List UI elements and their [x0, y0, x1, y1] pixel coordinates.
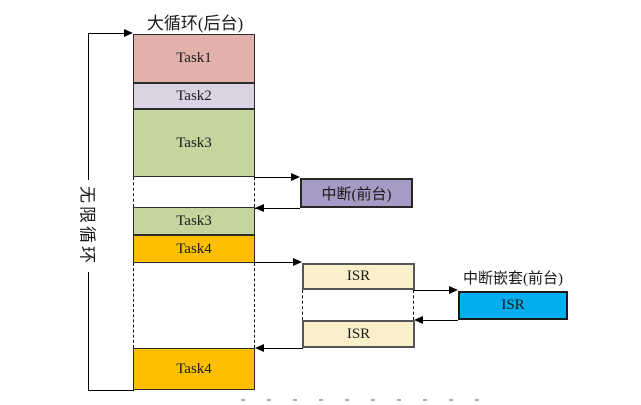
arrow-isr-to-nested [413, 290, 450, 291]
isr-box-2: ISR [302, 320, 415, 348]
background-loop-title: 大循环(后台) [146, 14, 244, 33]
interrupt-gap-2 [133, 263, 255, 348]
arrowhead-nested-return-icon [414, 316, 423, 324]
arrowhead-to-isr-icon [293, 258, 302, 266]
interrupt-box: 中断(前台) [300, 178, 413, 208]
task-segment-task3-resume: Task3 [133, 207, 255, 235]
nested-interrupt-title: 中断嵌套(前台) [463, 271, 563, 287]
isr-box-1: ISR [302, 263, 415, 290]
arrowhead-interrupt-return-icon [255, 204, 264, 212]
loop-bottom-line [88, 390, 134, 391]
isr-gap-dash-right [413, 290, 415, 320]
arrowhead-to-nested-icon [449, 286, 458, 294]
arrow-isr-return-to-task4 [262, 348, 303, 349]
task-segment-task4: Task4 [133, 235, 255, 263]
arrow-task4-to-isr [255, 262, 295, 263]
infinite-loop-label: 无限循环 [76, 180, 102, 272]
arrow-task3-to-interrupt [255, 177, 293, 178]
arrow-nested-return [423, 320, 458, 321]
task-segment-task4-resume: Task4 [133, 348, 255, 390]
interrupt-gap-1 [133, 177, 255, 207]
cropped-caption-sliver [241, 399, 491, 401]
arrowhead-to-interrupt-icon [291, 173, 300, 181]
task-segment-task3: Task3 [133, 109, 255, 177]
loop-entry-arrowhead-icon [124, 29, 133, 37]
task-segment-task2: Task2 [133, 83, 255, 109]
background-task-stack: Task1 Task2 Task3 Task3 Task4 Task4 [133, 34, 255, 390]
arrow-interrupt-return [255, 208, 300, 209]
task-segment-task1: Task1 [133, 34, 255, 83]
loop-top-line [88, 33, 126, 34]
arrowhead-isr-return-icon [255, 344, 264, 352]
nested-isr-box: ISR [458, 291, 568, 320]
isr-gap-dash-left [302, 290, 304, 320]
